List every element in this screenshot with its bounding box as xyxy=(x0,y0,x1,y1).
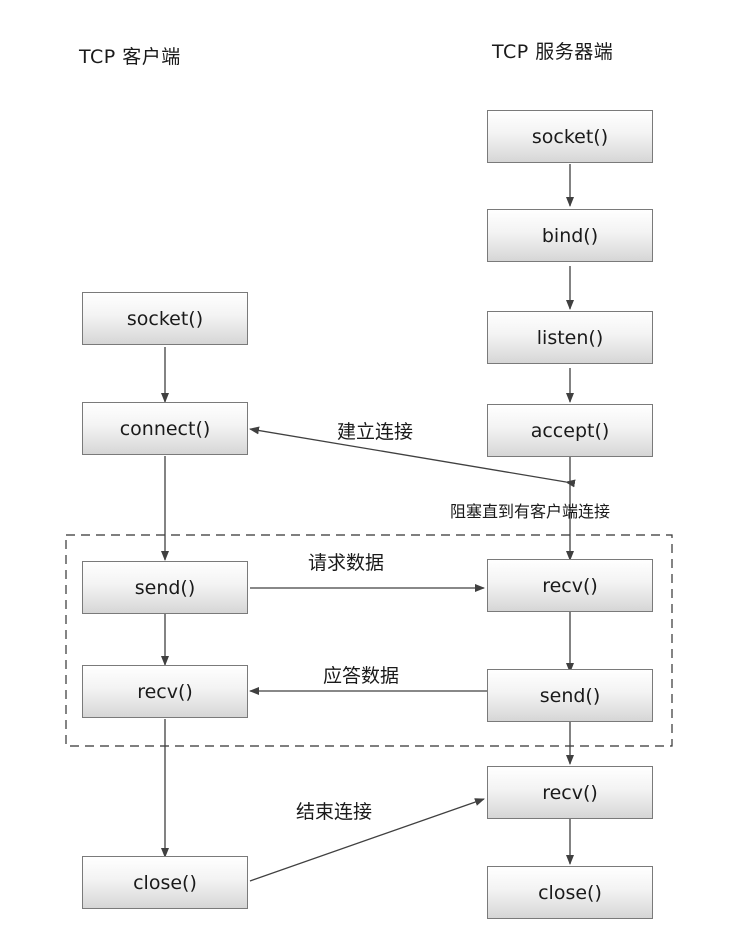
server-listen-box: listen() xyxy=(487,311,653,364)
server-socket-box: socket() xyxy=(487,110,653,163)
end-connection-label: 结束连接 xyxy=(296,801,373,823)
server-title: TCP 服务器端 xyxy=(492,41,614,63)
server-close-box: close() xyxy=(487,866,653,919)
client-send-box: send() xyxy=(82,561,248,614)
server-recv-final-box: recv() xyxy=(487,766,653,819)
server-recv-box: recv() xyxy=(487,559,653,612)
client-close-box: close() xyxy=(82,856,248,909)
server-send-box: send() xyxy=(487,669,653,722)
arrow-end-connection xyxy=(249,798,485,882)
request-data-label: 请求数据 xyxy=(308,552,385,574)
server-bind-box: bind() xyxy=(487,209,653,262)
client-title: TCP 客户端 xyxy=(79,46,181,68)
blocking-until-client-label: 阻塞直到有客户端连接 xyxy=(450,502,611,521)
data-exchange-region xyxy=(65,534,673,747)
client-recv-box: recv() xyxy=(82,665,248,718)
server-accept-box: accept() xyxy=(487,404,653,457)
client-socket-box: socket() xyxy=(82,292,248,345)
response-data-label: 应答数据 xyxy=(323,665,400,687)
arrow-establish-connection xyxy=(249,426,576,488)
client-connect-box: connect() xyxy=(82,402,248,455)
establish-connection-label: 建立连接 xyxy=(337,421,414,443)
